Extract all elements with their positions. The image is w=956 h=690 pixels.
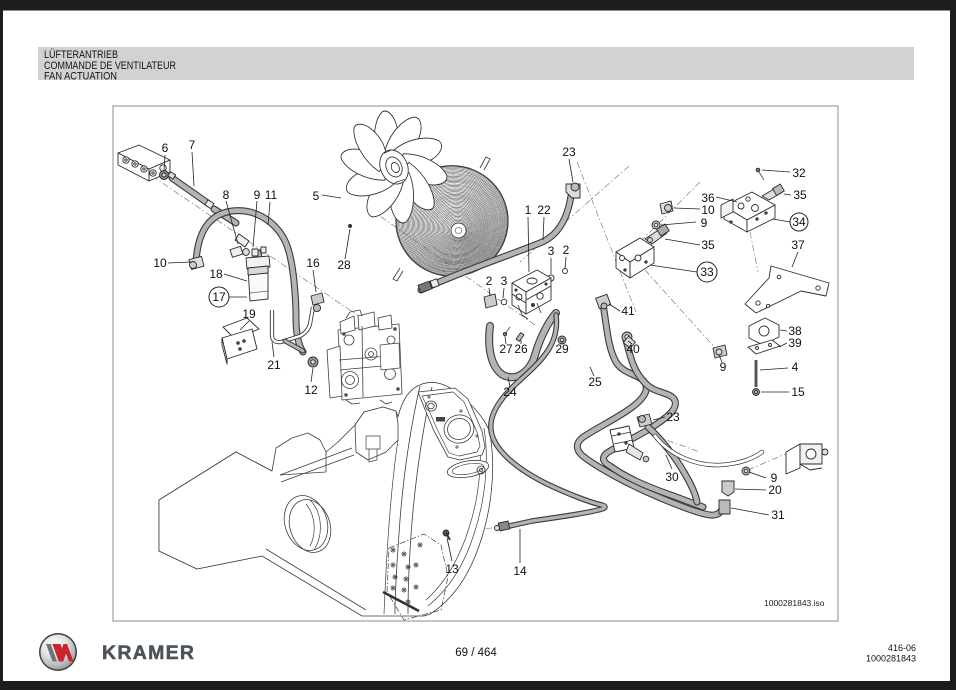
svg-text:16: 16 <box>306 256 320 270</box>
svg-text:40: 40 <box>626 342 640 356</box>
svg-text:9: 9 <box>720 360 727 374</box>
svg-text:1000281843: 1000281843 <box>866 654 916 664</box>
svg-text:17: 17 <box>212 290 226 304</box>
svg-text:416-06: 416-06 <box>888 643 916 653</box>
svg-text:69 / 464: 69 / 464 <box>455 647 497 659</box>
svg-text:19: 19 <box>242 307 256 321</box>
svg-text:28: 28 <box>337 258 351 272</box>
svg-text:37: 37 <box>791 238 805 252</box>
svg-text:1000281843.iso: 1000281843.iso <box>764 598 825 608</box>
svg-text:8: 8 <box>223 188 230 202</box>
svg-text:23: 23 <box>666 410 680 424</box>
svg-text:29: 29 <box>555 342 569 356</box>
svg-text:12: 12 <box>304 383 318 397</box>
svg-text:1: 1 <box>525 203 532 217</box>
svg-text:11: 11 <box>265 188 278 202</box>
svg-text:10: 10 <box>153 256 167 270</box>
svg-text:22: 22 <box>537 203 551 217</box>
svg-text:KRAMER: KRAMER <box>102 642 196 664</box>
svg-text:2: 2 <box>563 243 570 257</box>
svg-text:9: 9 <box>254 188 261 202</box>
svg-text:35: 35 <box>793 188 807 202</box>
svg-text:30: 30 <box>665 470 679 484</box>
svg-text:13: 13 <box>445 562 459 576</box>
svg-text:33: 33 <box>700 265 714 279</box>
svg-text:31: 31 <box>771 508 785 522</box>
svg-text:24: 24 <box>503 385 517 399</box>
svg-text:6: 6 <box>162 141 169 155</box>
svg-text:LÜFTERANTRIEB: LÜFTERANTRIEB <box>44 49 118 61</box>
svg-text:4: 4 <box>792 360 799 374</box>
svg-text:21: 21 <box>267 358 281 372</box>
svg-text:41: 41 <box>621 304 635 318</box>
svg-text:25: 25 <box>588 375 602 389</box>
svg-text:35: 35 <box>701 238 715 252</box>
svg-text:23: 23 <box>562 145 576 159</box>
svg-text:39: 39 <box>788 336 802 350</box>
svg-text:14: 14 <box>513 564 527 578</box>
svg-text:5: 5 <box>313 189 320 203</box>
svg-text:9: 9 <box>771 471 778 485</box>
svg-text:18: 18 <box>209 267 223 281</box>
svg-text:32: 32 <box>792 166 806 180</box>
svg-text:26: 26 <box>514 342 528 356</box>
svg-text:15: 15 <box>791 385 805 399</box>
svg-text:38: 38 <box>788 324 802 338</box>
svg-text:7: 7 <box>189 138 196 152</box>
svg-text:27: 27 <box>499 342 513 356</box>
svg-text:36: 36 <box>701 191 715 205</box>
svg-text:10: 10 <box>701 203 715 217</box>
svg-text:3: 3 <box>548 244 555 258</box>
svg-text:FAN ACTUATION: FAN ACTUATION <box>44 71 117 83</box>
svg-text:20: 20 <box>768 483 782 497</box>
svg-text:34: 34 <box>792 215 806 229</box>
svg-text:3: 3 <box>501 274 508 288</box>
svg-text:COMMANDE DE VENTILATEUR: COMMANDE DE VENTILATEUR <box>44 60 176 72</box>
svg-text:2: 2 <box>486 274 493 288</box>
svg-text:9: 9 <box>701 216 708 230</box>
